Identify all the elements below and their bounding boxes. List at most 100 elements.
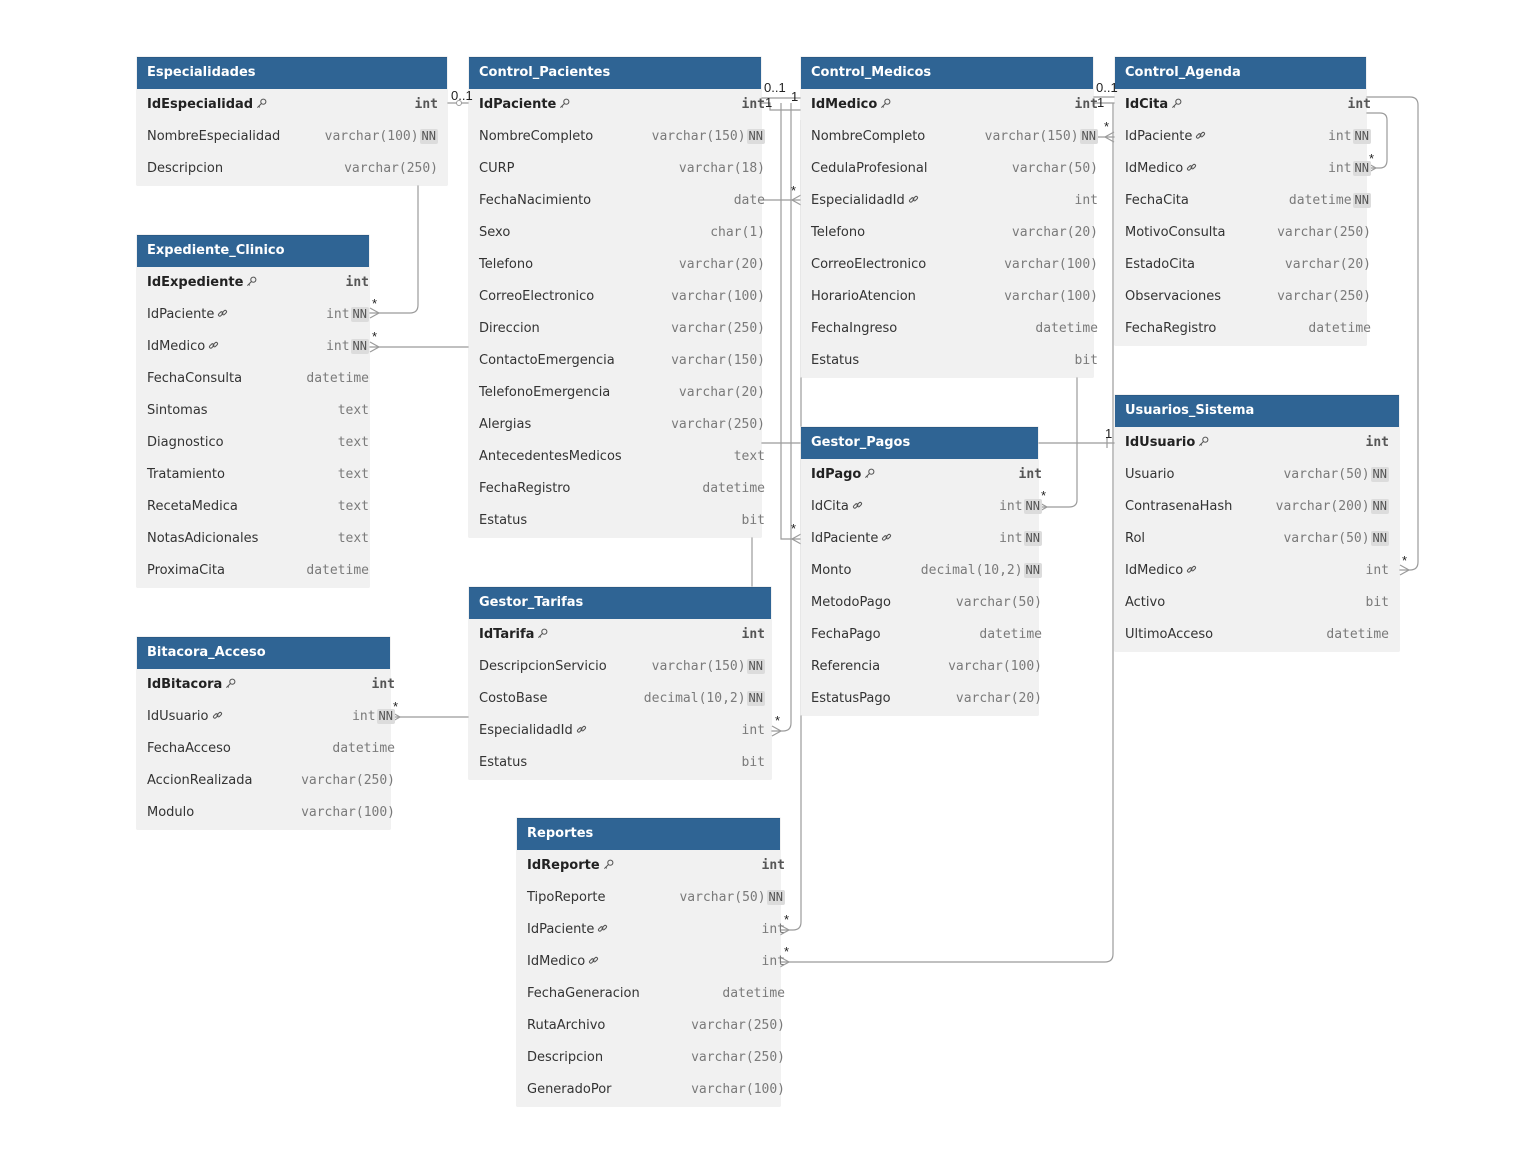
table-header[interactable]: Expediente_Clinico [137, 235, 369, 267]
table-header[interactable]: Bitacora_Acceso [137, 637, 390, 669]
table-header[interactable]: Control_Pacientes [469, 57, 761, 89]
table-header[interactable]: Reportes [517, 818, 780, 850]
table-header[interactable]: Usuarios_Sistema [1115, 395, 1399, 427]
table-header[interactable]: Control_Agenda [1115, 57, 1366, 89]
field-name: FechaConsulta [147, 363, 242, 395]
field-name-text: Sintomas [147, 403, 208, 418]
table-header[interactable]: Gestor_Pagos [801, 427, 1038, 459]
table-header[interactable]: Gestor_Tarifas [469, 587, 771, 619]
table-header[interactable]: Control_Medicos [801, 57, 1093, 89]
field-name: RecetaMedica [147, 491, 238, 523]
table-header[interactable]: Especialidades [137, 57, 447, 89]
